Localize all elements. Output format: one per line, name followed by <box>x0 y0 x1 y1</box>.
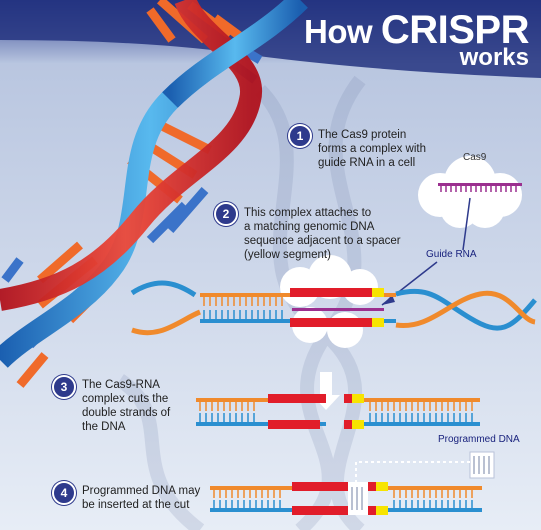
step-number: 4 <box>52 481 76 505</box>
cas9-label: Cas9 <box>463 152 487 163</box>
step-number: 2 <box>214 202 238 226</box>
title-works: works <box>459 44 529 71</box>
step-number: 1 <box>288 124 312 148</box>
guide-rna-label: Guide RNA <box>426 249 477 260</box>
step-text: The Cas9-RNA complex cuts the double str… <box>82 379 171 433</box>
step-text: The Cas9 protein forms a complex with gu… <box>318 129 427 169</box>
title-block: How CRISPR works <box>0 0 541 80</box>
step4-dna <box>210 482 482 515</box>
page-title: How CRISPR <box>304 8 529 53</box>
step-2: 2 This complex attaches to a matching ge… <box>214 202 401 262</box>
step-number: 3 <box>52 375 76 399</box>
title-crispr: CRISPR <box>380 8 530 52</box>
guide-rna-comb <box>438 183 522 192</box>
step3-dna <box>196 372 480 429</box>
step-4: 4 Programmed DNA may be inserted at the … <box>52 481 200 512</box>
programmed-dna-label: Programmed DNA <box>438 434 520 445</box>
step-text: This complex attaches to a matching geno… <box>244 207 401 261</box>
title-how: How <box>304 13 373 50</box>
step-1: 1 The Cas9 protein forms a complex with … <box>288 124 426 170</box>
step2-dna <box>130 255 537 348</box>
programmed-dna-fragment <box>355 451 495 482</box>
step-text: Programmed DNA may be inserted at the cu… <box>82 485 201 511</box>
step-3: 3 The Cas9-RNA complex cuts the double s… <box>52 375 170 434</box>
cas9-cloud <box>418 156 522 228</box>
